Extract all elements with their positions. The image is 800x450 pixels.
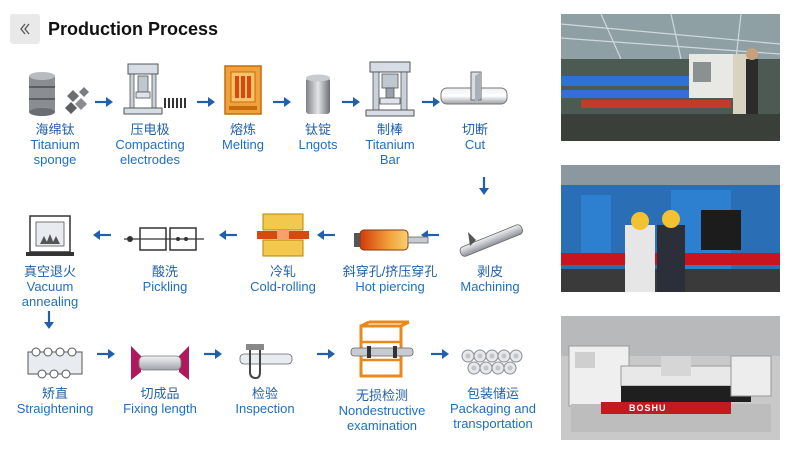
flow-arrow-left xyxy=(93,230,111,240)
factory-line-photo xyxy=(561,14,780,141)
cold-rolling-icon xyxy=(257,213,309,257)
lathe-brand-label: BOSHU xyxy=(629,403,667,413)
lathe-photo: BOSHU xyxy=(561,316,780,440)
chevron-double-left-icon xyxy=(20,23,30,35)
flow-arrow-right xyxy=(422,97,440,107)
step-ingots: 钛锭 Lngots xyxy=(268,56,368,152)
caliper-icon xyxy=(239,344,293,379)
flow-arrow-right xyxy=(431,349,449,359)
flow-arrow-right xyxy=(197,97,215,107)
step-label-zh: 检验 xyxy=(251,386,278,401)
step-label-zh: 真空退火 xyxy=(23,264,76,279)
step-label-en: Compacting xyxy=(115,137,185,152)
step-label-zh: 压电极 xyxy=(130,122,170,137)
step-label-en: Lngots xyxy=(298,137,338,152)
step-label-en: Machining xyxy=(460,279,520,294)
pickling-tank-icon xyxy=(124,227,204,251)
step-label-zh: 无损检测 xyxy=(355,388,408,403)
flow-arrow-right xyxy=(273,97,291,107)
page-title: Production Process xyxy=(48,18,219,39)
step-label-zh: 海绵钛 xyxy=(35,122,75,137)
cutting-icon xyxy=(440,71,508,105)
step-titanium-bar: 制棒 Titanium Bar xyxy=(340,56,440,167)
flow-arrow-left xyxy=(219,230,237,240)
flow-arrow-right xyxy=(204,349,222,359)
ndt-rack-icon xyxy=(350,320,414,378)
step-label-zh: 钛锭 xyxy=(304,122,331,137)
step-label-zh: 矫直 xyxy=(41,386,68,401)
step-label-zh: 斜穿孔/挤压穿孔 xyxy=(342,264,438,279)
flow-arrow-down xyxy=(44,311,54,329)
step-label-en: transportation xyxy=(453,416,533,431)
tube-bundle-icon xyxy=(461,349,523,375)
step-titanium-sponge: 海绵钛 Titanium sponge xyxy=(5,56,105,167)
step-straightening: 矫直 Straightening xyxy=(5,320,105,416)
step-label-zh: 剥皮 xyxy=(476,264,503,279)
step-label-en: Titanium xyxy=(30,137,80,152)
step-fixing-length: 切成品 Fixing length xyxy=(110,320,210,416)
step-nondestructive-examination: 无损检测 Nondestructive examination xyxy=(330,316,434,433)
flow-arrow-right xyxy=(95,97,113,107)
ingot-icon xyxy=(306,74,330,114)
page-header: Production Process xyxy=(10,12,218,46)
step-melting: 熔炼 Melting xyxy=(193,56,293,152)
step-label-en: Packaging and xyxy=(449,401,536,416)
step-label-en: Fixing length xyxy=(123,401,197,416)
step-label-en: Nondestructive xyxy=(338,403,426,418)
step-label-zh: 熔炼 xyxy=(229,122,256,137)
step-cold-rolling: 冷轧 Cold-rolling xyxy=(233,198,333,294)
step-label-en: Cold-rolling xyxy=(250,279,316,294)
workers-with-machine-photo xyxy=(561,165,780,292)
step-label-en: Cut xyxy=(464,137,486,152)
step-hot-piercing: 斜穿孔/挤压穿孔 Hot piercing xyxy=(335,198,445,294)
vacuum-furnace-icon xyxy=(26,215,74,256)
step-label-en: Pickling xyxy=(142,279,188,294)
step-label-en: annealing xyxy=(21,294,79,309)
step-machining: 剥皮 Machining xyxy=(440,198,540,294)
furnace-icon xyxy=(224,65,262,115)
hot-piercing-icon xyxy=(354,229,429,251)
step-vacuum-annealing: 真空退火 Vacuum annealing xyxy=(0,198,100,309)
step-label-en: examination xyxy=(346,418,418,433)
straightening-icon xyxy=(27,347,83,379)
step-label-zh: 切成品 xyxy=(140,386,180,401)
titanium-sponge-icon xyxy=(29,72,89,116)
step-label-en: Inspection xyxy=(235,401,295,416)
flow-arrow-right xyxy=(342,97,360,107)
tube-cutting-icon xyxy=(131,346,189,380)
step-label-en: Titanium xyxy=(365,137,415,152)
step-inspection: 检验 Inspection xyxy=(215,320,315,416)
step-packaging-transportation: 包装储运 Packaging and transportation xyxy=(438,320,548,431)
press-icon xyxy=(123,63,186,115)
step-label-en: Melting xyxy=(222,137,264,152)
forging-press-icon xyxy=(365,61,415,117)
machining-icon xyxy=(459,224,523,257)
step-label-en: electrodes xyxy=(120,152,180,167)
back-button[interactable] xyxy=(10,14,40,44)
step-label-zh: 制棒 xyxy=(376,122,403,137)
step-label-en: Bar xyxy=(379,152,401,167)
step-label-en: sponge xyxy=(33,152,77,167)
step-label-zh: 包装储运 xyxy=(466,386,519,401)
flow-arrow-right xyxy=(317,349,335,359)
step-label-en: Vacuum xyxy=(26,279,74,294)
step-label-zh: 冷轧 xyxy=(269,264,296,279)
flow-arrow-down xyxy=(479,177,489,195)
step-compacting-electrodes: 压电极 Compacting electrodes xyxy=(100,56,200,167)
step-label-zh: 切断 xyxy=(461,122,488,137)
step-label-en: Hot piercing xyxy=(355,279,425,294)
flow-arrow-left xyxy=(317,230,335,240)
step-cut: 切断 Cut xyxy=(425,56,525,152)
step-pickling: 酸洗 Pickling xyxy=(115,198,215,294)
step-label-en: Straightening xyxy=(16,401,94,416)
step-label-zh: 酸洗 xyxy=(151,264,178,279)
flow-arrow-right xyxy=(97,349,115,359)
